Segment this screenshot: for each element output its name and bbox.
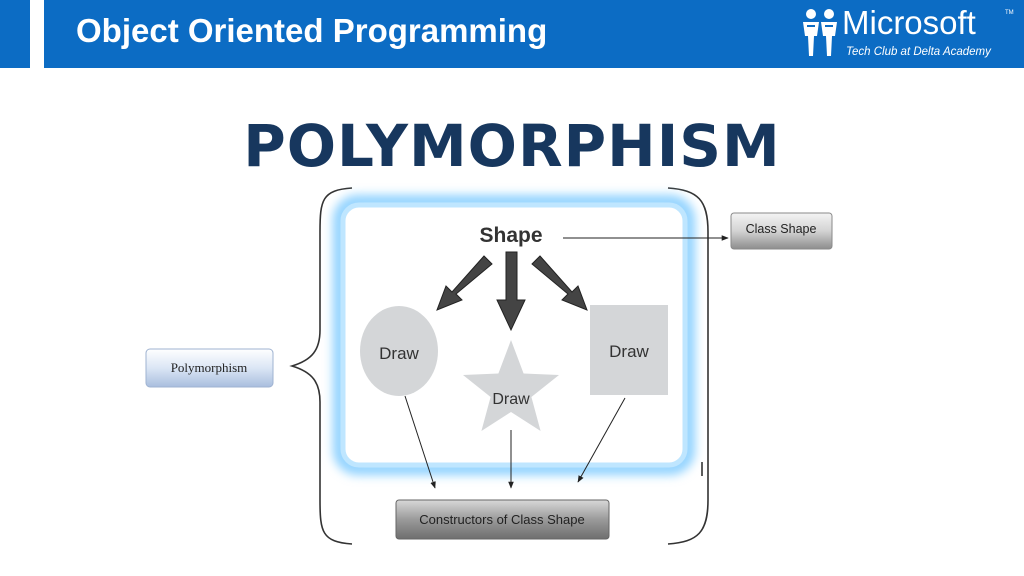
header-title: Object Oriented Programming [76,12,548,49]
people-icon [803,9,837,56]
arrow-square-to-constructors [577,397,626,483]
square-shape [590,305,668,395]
star-draw-label: Draw [492,391,530,408]
arrow-circle-to-constructors [404,395,436,489]
constructors-box [395,499,610,540]
right-brace [667,187,709,545]
header-accent [0,0,44,68]
polymorphism-label: Polymorphism [171,360,248,375]
left-brace [289,187,353,545]
microsoft-logo: Microsoft TM Tech Club at Delta Academy [800,4,1015,64]
frame-border [340,202,688,468]
polymorphism-box [145,348,274,388]
circle-draw-label: Draw [379,344,419,363]
class-shape-label: Class Shape [746,222,817,236]
thick-arrow-center [496,251,526,332]
thick-arrow-right [531,255,588,311]
logo-brand: Microsoft [842,4,976,41]
star-shape [463,340,559,431]
logo-trademark: TM [1005,10,1014,16]
root-shape-label: Shape [479,224,542,247]
thick-arrow-left [436,255,493,311]
header-bar: Object Oriented Programming Microsoft TM… [0,0,1024,68]
circle-shape [360,306,438,396]
page-title: POLYMORPHISM [243,112,781,180]
square-draw-label: Draw [609,342,649,361]
logo-tagline: Tech Club at Delta Academy [846,46,991,58]
frame-glow [333,195,695,475]
constructors-label: Constructors of Class Shape [419,512,584,527]
class-shape-box [730,212,833,250]
